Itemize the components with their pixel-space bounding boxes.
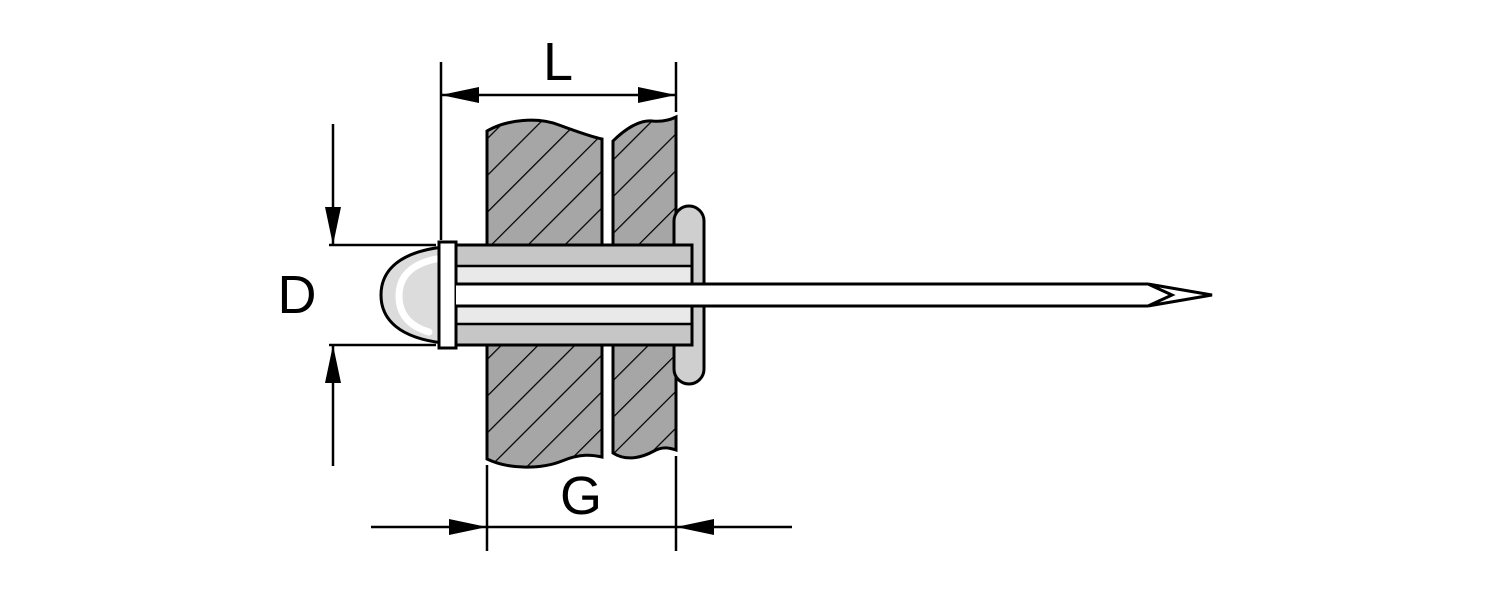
dimension-length: L [439,32,678,240]
diameter-label: D [278,265,317,325]
d-arrowhead-top [325,207,341,245]
mandrel-break-tip [1147,282,1213,308]
dome-highlight [395,255,440,336]
length-label: L [543,32,573,92]
dimension-grip: G [371,456,792,551]
rivet-head-flange [437,240,458,350]
grip-label: G [560,466,602,526]
rivet-sleeve-wall-top [455,245,692,266]
l-arrowhead-left [441,87,479,103]
plate-bottom-left [485,343,604,469]
mandrel-stem-body [456,284,1148,306]
d-arrowhead-bottom [325,345,341,383]
g-arrowhead-right [676,519,714,535]
l-arrowhead-right [638,87,676,103]
plate-top-left [485,118,604,247]
dimension-diameter: D [278,124,436,466]
rivet-sleeve-wall-bottom [455,324,692,345]
mandrel-stem [456,282,1213,308]
g-arrowhead-left [449,519,487,535]
plate-bottom-right [611,343,678,460]
rivet-dome-head [379,245,445,345]
clamped-plates [485,114,678,469]
plate-top-right [611,114,678,247]
blind-rivet [379,204,1213,386]
